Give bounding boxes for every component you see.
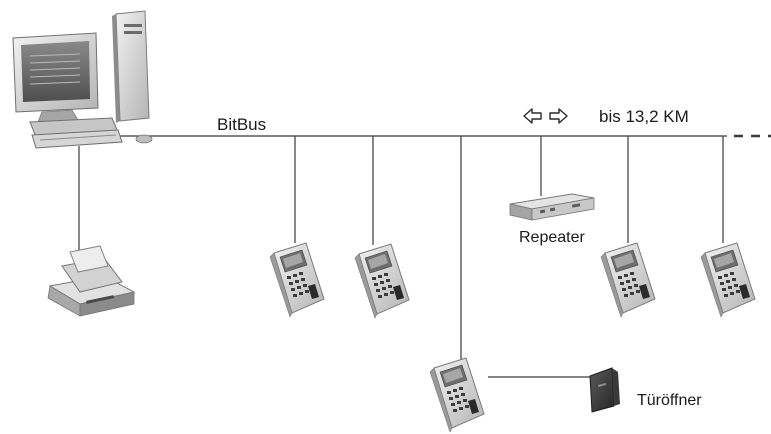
bus-lines	[78, 134, 771, 378]
access-terminal-icon	[600, 242, 656, 318]
access-terminal-icon	[429, 357, 485, 433]
repeater-device-icon	[509, 193, 595, 221]
door-opener-label: Türöffner	[637, 392, 702, 409]
double-arrow-icon	[523, 108, 568, 124]
desktop-computer-icon	[12, 10, 153, 149]
access-terminal-icon	[700, 242, 756, 318]
door-opener-icon	[589, 367, 620, 413]
printer-icon	[47, 245, 136, 317]
access-terminal-icon	[269, 242, 325, 318]
distance-label: bis 13,2 KM	[599, 107, 689, 126]
bitbus-label: BitBus	[217, 115, 266, 134]
repeater-label: Repeater	[519, 229, 585, 246]
access-terminal-icon	[354, 243, 410, 319]
